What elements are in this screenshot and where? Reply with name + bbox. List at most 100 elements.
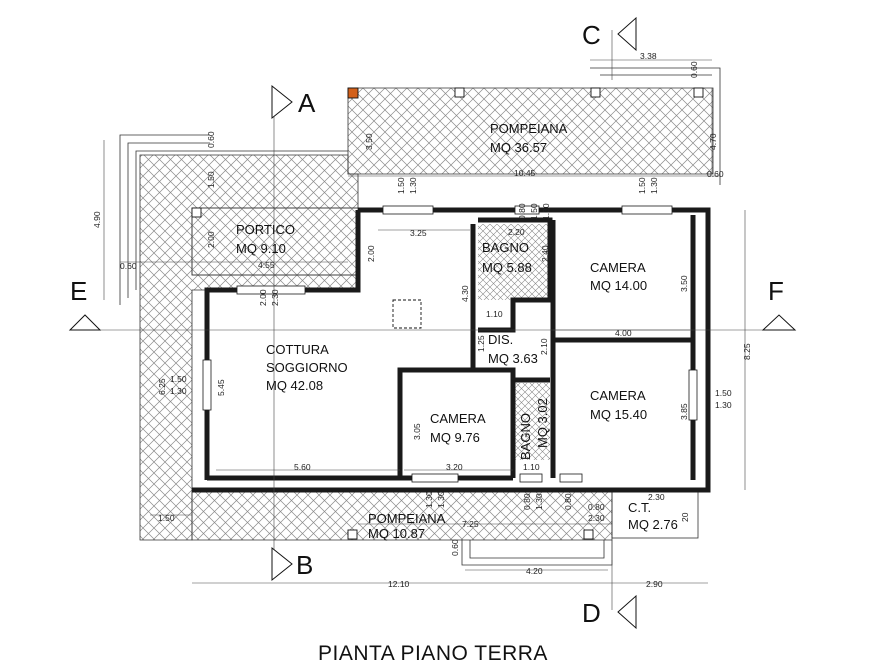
section-label-a: A [298, 88, 316, 118]
dim-label: 4.55 [258, 260, 275, 270]
dim-label: 3.05 [412, 423, 422, 440]
camera-1-area-label: MQ 14.00 [590, 278, 647, 293]
cottura-area-label: MQ 42.08 [266, 378, 323, 393]
dim-label: 5.60 [294, 462, 311, 472]
bagno-1-area-label: MQ 5.88 [482, 260, 532, 275]
dim-label: 1.50 [170, 374, 187, 384]
dim-label: 1.30 [534, 493, 544, 510]
bagno-2-name: BAGNO [518, 413, 533, 460]
dim-label: 2.30 [588, 513, 605, 523]
dim-label: 2.00 [206, 231, 216, 248]
section-label-d: D [582, 598, 601, 628]
dim-label: 1.50 [529, 203, 539, 220]
dis-area-label: MQ 3.63 [488, 351, 538, 366]
dim-label: 1.10 [486, 309, 503, 319]
highlighted-column [347, 87, 359, 99]
room-labels: POMPEIANA MQ 36.57 PORTICO MQ 9.10 BAGNO… [236, 121, 678, 541]
cottura-name-2: SOGGIORNO [266, 360, 348, 375]
dis-name: DIS. [488, 332, 513, 347]
dim-label: 3.50 [679, 275, 689, 292]
dimension-lines [103, 59, 746, 584]
columns [191, 87, 704, 540]
section-label-e: E [70, 276, 87, 306]
dim-label: 4.70 [708, 133, 718, 150]
portico-area-label: MQ 9.10 [236, 241, 286, 256]
dim-label: 8.25 [742, 343, 752, 360]
dim-label: 1.30 [541, 203, 551, 220]
bagno-2-hatch [515, 383, 550, 460]
dim-label: 3.20 [446, 462, 463, 472]
bagno-1-hatch [478, 224, 550, 300]
dim-label: 3.25 [410, 228, 427, 238]
dim-label: 2.30 [270, 289, 280, 306]
dim-label: 5.45 [216, 379, 226, 396]
section-letters: A B C D E F [70, 20, 784, 628]
dim-label: 3.38 [640, 51, 657, 61]
ct-area-label: MQ 2.76 [628, 517, 678, 532]
bagno-1-name: BAGNO [482, 240, 529, 255]
camera-3-name: CAMERA [430, 411, 486, 426]
dim-label: 1.30 [170, 386, 187, 396]
dim-label: 1.50 [158, 513, 175, 523]
dim-label: 0.80 [563, 493, 573, 510]
dim-label: 1.30 [436, 491, 446, 508]
pompeiana-bottom-name: POMPEIANA [368, 511, 446, 526]
dim-label: 0.80 [588, 502, 605, 512]
dim-label: 0.80 [522, 493, 532, 510]
dim-label: 1.50 [637, 177, 647, 194]
hatched-zones [139, 87, 714, 541]
bagno-2-area-label: MQ 3.02 [535, 398, 550, 448]
dim-label: 1.50 [396, 177, 406, 194]
dim-label: 2.10 [539, 338, 549, 355]
dim-label: 0.60 [707, 169, 724, 179]
camera-2-name: CAMERA [590, 388, 646, 403]
dim-label: 7.25 [462, 519, 479, 529]
ct-name: C.T. [628, 500, 651, 515]
pompeiana-top-name: POMPEIANA [490, 121, 568, 136]
dim-label: 4.30 [460, 285, 470, 302]
dim-label: 1.30 [649, 177, 659, 194]
dim-label: 1.25 [476, 335, 486, 352]
dim-label: 1.50 [206, 171, 216, 188]
dim-label: 2.90 [646, 579, 663, 589]
dim-label: 3.50 [364, 133, 374, 150]
dim-label: 6.25 [157, 378, 167, 395]
dim-label: 1.30 [715, 400, 732, 410]
pompeiana-top-area-label: MQ 36.57 [490, 140, 547, 155]
dim-label: 2.20 [508, 227, 525, 237]
dim-label: 0.60 [689, 61, 699, 78]
dim-label: 2.00 [258, 289, 268, 306]
camera-3-area-label: MQ 9.76 [430, 430, 480, 445]
portico-name: PORTICO [236, 222, 295, 237]
dim-label: 4.00 [615, 328, 632, 338]
dim-label: 1.30 [408, 177, 418, 194]
dim-label: 0.60 [450, 539, 460, 556]
dim-label: 12.10 [388, 579, 410, 589]
dimension-labels: 3.38 0.60 4.70 3.50 10.45 0.60 0.60 1.50… [92, 51, 752, 589]
dim-label: 3.85 [679, 403, 689, 420]
dim-label: 1.30 [424, 491, 434, 508]
dim-label: 4.90 [92, 211, 102, 228]
dim-label: 1.50 [715, 388, 732, 398]
section-label-c: C [582, 20, 601, 50]
section-label-f: F [768, 276, 784, 306]
section-label-b: B [296, 550, 313, 580]
plan-title: PIANTA PIANO TERRA [318, 642, 548, 665]
camera-2-area-label: MQ 15.40 [590, 407, 647, 422]
dim-label: 1.10 [523, 462, 540, 472]
section-lines [68, 16, 797, 630]
dim-label: 2.00 [366, 245, 376, 262]
dim-label: 0.60 [206, 131, 216, 148]
cottura-name-1: COTTURA [266, 342, 329, 357]
pompeiana-bottom-area-label: MQ 10.87 [368, 526, 425, 541]
openings [202, 205, 698, 483]
camera-1-name: CAMERA [590, 260, 646, 275]
dim-label: 0.60 [120, 261, 137, 271]
dim-label: 2.40 [540, 245, 550, 262]
dim-label: 0.80 [517, 203, 527, 220]
dim-label: 10.45 [514, 168, 536, 178]
dim-label: 2.30 [648, 492, 665, 502]
dim-label: 20 [680, 512, 690, 522]
dim-label: 4.20 [526, 566, 543, 576]
